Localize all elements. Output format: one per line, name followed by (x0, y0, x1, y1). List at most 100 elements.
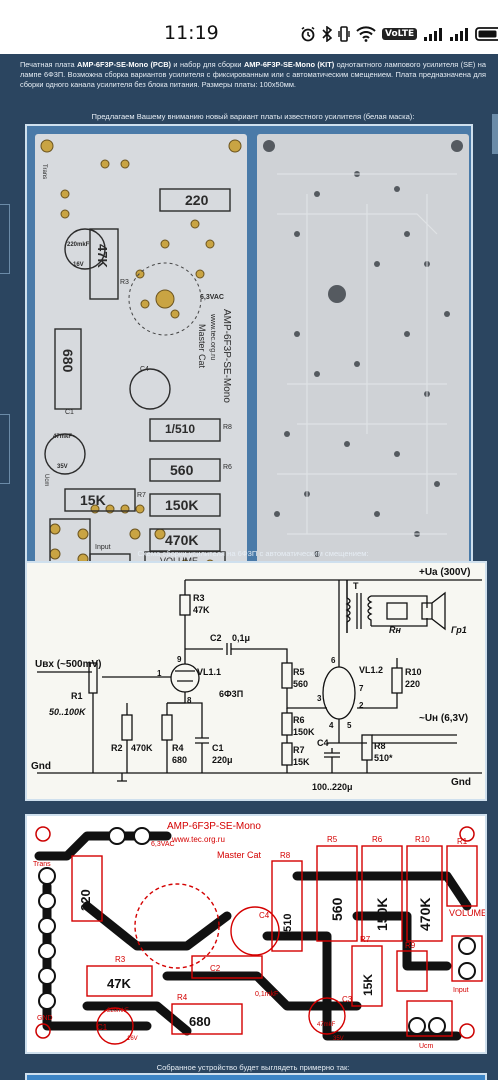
silk-r220: 220 (185, 192, 209, 208)
silk-r470k: 470K (165, 532, 199, 548)
silk-r1510: 1/510 (165, 422, 196, 436)
lay-r9: R9 (405, 941, 416, 950)
sch-r3-val: 47K (193, 605, 210, 615)
product-kit-name: AMP-6F3P-SE-Mono (KIT) (243, 60, 335, 69)
lay-c3: C3 (342, 995, 353, 1004)
sch-r2: R2 (111, 743, 123, 753)
silk-r7: R7 (137, 492, 146, 499)
sch-c2-val: 0,1μ (232, 633, 250, 643)
lay-site: www.tec.org.ru (171, 835, 225, 844)
silk-r150k: 150K (165, 497, 199, 513)
sch-r10-val: 220 (405, 679, 420, 689)
lay-c4: C4 (259, 911, 270, 920)
sch-r4: R4 (172, 743, 184, 753)
lay-v470k: 470K (417, 898, 433, 931)
status-bar: 11:19 VoLTE (0, 0, 498, 54)
schematic-diagram[interactable]: +Ua (300V) Uвх (~500mV) R1 50..100K R3 4… (25, 561, 487, 801)
silk-r680: 680 (60, 349, 76, 373)
silk-cap220: 220mkF (67, 242, 90, 248)
silk-trans: Trans (41, 164, 47, 180)
sch-r4-val: 680 (172, 755, 187, 765)
silk-input: Input (95, 544, 111, 551)
lay-v150k: 150K (374, 898, 390, 931)
sch-c1: C1 (212, 743, 224, 753)
side-decoration (0, 414, 10, 484)
sch-r8: R8 (374, 741, 386, 751)
lay-r4: R4 (177, 993, 188, 1002)
lay-r3: R3 (115, 955, 126, 964)
sch-ua: +Ua (300V) (419, 567, 470, 578)
sch-tube: 6Ф3П (219, 689, 243, 699)
sch-pin7: 7 (359, 684, 364, 693)
lay-r1: R1 (457, 837, 468, 846)
lay-r10: R10 (415, 835, 430, 844)
pcb-top-side: 220 47K 680 1/510 560 150K 15K 470K 220m… (35, 134, 247, 582)
sch-gr1: Гр1 (451, 625, 467, 635)
sch-pin5: 5 (347, 721, 352, 730)
silk-r560: 560 (170, 462, 194, 478)
sch-pin1: 1 (157, 669, 162, 678)
final-caption: Собранное устройство будет выглядеть при… (156, 1063, 350, 1072)
lay-r5: R5 (327, 835, 338, 844)
pcb-photo[interactable]: 220 47K 680 1/510 560 150K 15K 470K 220m… (25, 124, 473, 596)
photo-caption: Предлагаем Вашему вниманию новый вариант… (91, 112, 415, 121)
lay-title: AMP-6F3P-SE-Mono (167, 821, 261, 832)
lay-vcap1: 220mkF (107, 1008, 129, 1014)
bluetooth-icon (322, 26, 332, 42)
signal-icon-1 (423, 26, 443, 42)
sch-c2: C2 (210, 633, 222, 643)
silk-r47k: 47K (95, 244, 110, 268)
sch-c1-val: 220μ (212, 755, 233, 765)
sch-pin6: 6 (331, 656, 336, 665)
sch-r6: R6 (293, 715, 305, 725)
sch-un: ~Uн (6,3V) (419, 713, 468, 724)
sch-t: T (353, 581, 359, 591)
sch-vl11: VL1.1 (197, 667, 221, 677)
sch-vl12: VL1.2 (359, 665, 383, 675)
sch-pin8: 8 (187, 696, 192, 705)
lay-v16: 16V (127, 1036, 138, 1042)
sch-uin: Uвх (~500mV) (35, 659, 101, 670)
side-decoration (492, 114, 498, 154)
battery-icon (475, 26, 498, 42)
alarm-icon (300, 26, 316, 42)
sch-r2-val: 470K (131, 743, 153, 753)
lay-c1: C1 (97, 1023, 108, 1032)
lay-v680: 680 (189, 1014, 211, 1029)
sch-pin4: 4 (329, 721, 334, 730)
sch-pin9: 9 (177, 655, 182, 664)
sch-r5: R5 (293, 667, 305, 677)
sch-r7-val: 15K (293, 757, 310, 767)
sch-r7: R7 (293, 745, 305, 755)
sch-r10: R10 (405, 667, 422, 677)
sch-gnd-right: Gnd (451, 777, 471, 788)
silk-c1: C1 (65, 409, 74, 416)
sch-r3: R3 (193, 593, 205, 603)
lay-vcap2: 0,1mkF (255, 991, 278, 998)
lay-r6: R6 (372, 835, 383, 844)
silk-author: Master Cat (197, 324, 207, 369)
silk-title: AMP-6F3P-SE-Mono (221, 309, 232, 403)
sch-pin3: 3 (317, 694, 322, 703)
silk-r15k: 15K (80, 492, 106, 508)
assembled-device-photo[interactable] (25, 1073, 487, 1080)
lay-v560: 560 (329, 897, 345, 921)
silk-v35: 35V (57, 464, 68, 470)
sch-r6-val: 150K (293, 727, 315, 737)
sch-r5-val: 560 (293, 679, 308, 689)
silk-v16: 16V (73, 262, 84, 268)
lay-vac: 6,3VAC (151, 841, 175, 848)
silk-site: www.tec.org.ru (209, 314, 216, 361)
schematic-caption: Схема сборки усилителя на 6Ф3П с автомат… (137, 549, 369, 558)
product-pcb-name: AMP-6F3P-SE-Mono (PCB) (77, 60, 172, 69)
pcb-layout-diagram[interactable]: AMP-6F3P-SE-Mono www.tec.org.ru Master C… (25, 814, 487, 1054)
silk-r8: R8 (223, 424, 232, 431)
sch-gnd-left: Gnd (31, 761, 51, 772)
lay-volume: VOLUME (449, 908, 485, 918)
sch-pin2: 2 (359, 701, 364, 710)
lay-c2: C2 (210, 964, 221, 973)
lay-v15k: 15K (361, 974, 375, 996)
lay-author: Master Cat (217, 850, 262, 860)
volte-badge: VoLTE (382, 28, 418, 40)
lay-r8: R8 (280, 851, 291, 860)
